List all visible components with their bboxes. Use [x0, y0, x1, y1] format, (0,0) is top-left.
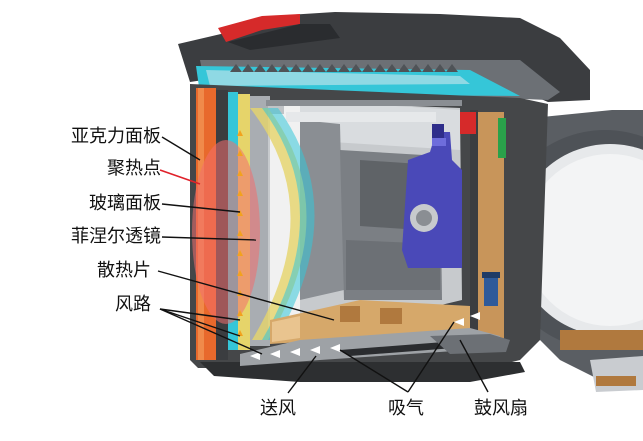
label-blower-fan: 鼓风扇 [474, 398, 528, 419]
hot-spot-glow [192, 140, 260, 324]
label-air-in: 吸气 [388, 398, 424, 419]
control-board [460, 110, 506, 344]
airflow-arrows [250, 312, 480, 360]
label-glass-panel: 玻璃面板 [89, 193, 161, 214]
heat-arrows [237, 130, 243, 336]
label-air-duct: 风路 [115, 294, 151, 315]
bracket [402, 124, 462, 268]
leader-lines [157, 136, 489, 394]
label-hot-spot: 聚热点 [107, 158, 161, 179]
lens [250, 108, 315, 340]
label-heat-sink: 散热片 [97, 260, 151, 281]
hot-spot-line [159, 169, 201, 185]
heat-sink-assembly [240, 300, 510, 366]
label-air-out: 送风 [260, 398, 296, 419]
label-fresnel-lens: 菲涅尔透镜 [71, 226, 161, 247]
label-acrylic-panel: 亚克力面板 [71, 126, 161, 147]
